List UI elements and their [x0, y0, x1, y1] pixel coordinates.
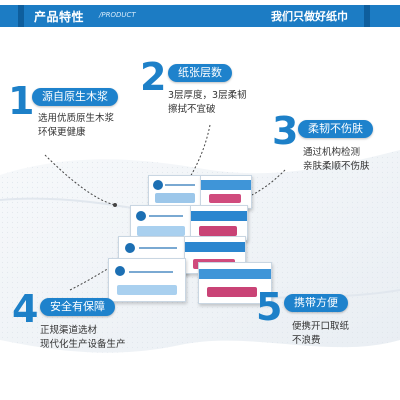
connector-1	[44, 154, 116, 206]
header-accent-right	[364, 5, 370, 27]
feature-title-1: 源自原生木浆	[32, 88, 118, 106]
feature-desc-4-line1: 正规渠道选材	[40, 325, 98, 336]
feature-desc-5-line1: 便携开口取纸	[292, 321, 350, 332]
feature-number-5: 5	[256, 285, 283, 329]
feature-title-4: 安全有保障	[40, 298, 115, 316]
feature-title-5: 携带方便	[284, 294, 348, 312]
feature-number-3: 3	[272, 109, 299, 153]
feature-number-1: 1	[8, 79, 35, 123]
feature-desc-4-line2: 现代化生产设备生产	[40, 339, 126, 350]
feature-desc-1-line1: 选用优质原生木浆	[38, 113, 115, 124]
feature-desc-2-line2: 擦拭不宜破	[168, 104, 216, 115]
feature-desc-2-line1: 3层厚度，3层柔韧	[168, 90, 247, 101]
product-box	[200, 175, 252, 209]
header: 产品特性 /PRODUCT 我们只做好纸巾	[0, 0, 400, 34]
feature-desc-1-line2: 环保更健康	[38, 127, 86, 138]
feature-title-2: 纸张层数	[168, 64, 232, 82]
product-box	[198, 262, 272, 304]
feature-desc-3-line1: 通过机构检测	[303, 147, 361, 158]
header-accent-left	[18, 5, 24, 27]
connector-3	[239, 169, 286, 201]
header-subtitle: /PRODUCT	[99, 11, 136, 19]
header-title: 产品特性	[34, 10, 85, 24]
header-slogan: 我们只做好纸巾	[271, 10, 348, 23]
feature-desc-5-line2: 不浪费	[292, 335, 321, 346]
feature-number-4: 4	[12, 287, 39, 331]
header-bar	[0, 5, 400, 27]
feature-title-3: 柔韧不伤肤	[298, 120, 373, 138]
product-box	[130, 205, 194, 241]
product-box	[108, 258, 186, 302]
feature-desc-3-line2: 亲肤柔顺不伤肤	[303, 161, 370, 172]
feature-number-2: 2	[140, 55, 167, 99]
product-box	[148, 175, 204, 209]
